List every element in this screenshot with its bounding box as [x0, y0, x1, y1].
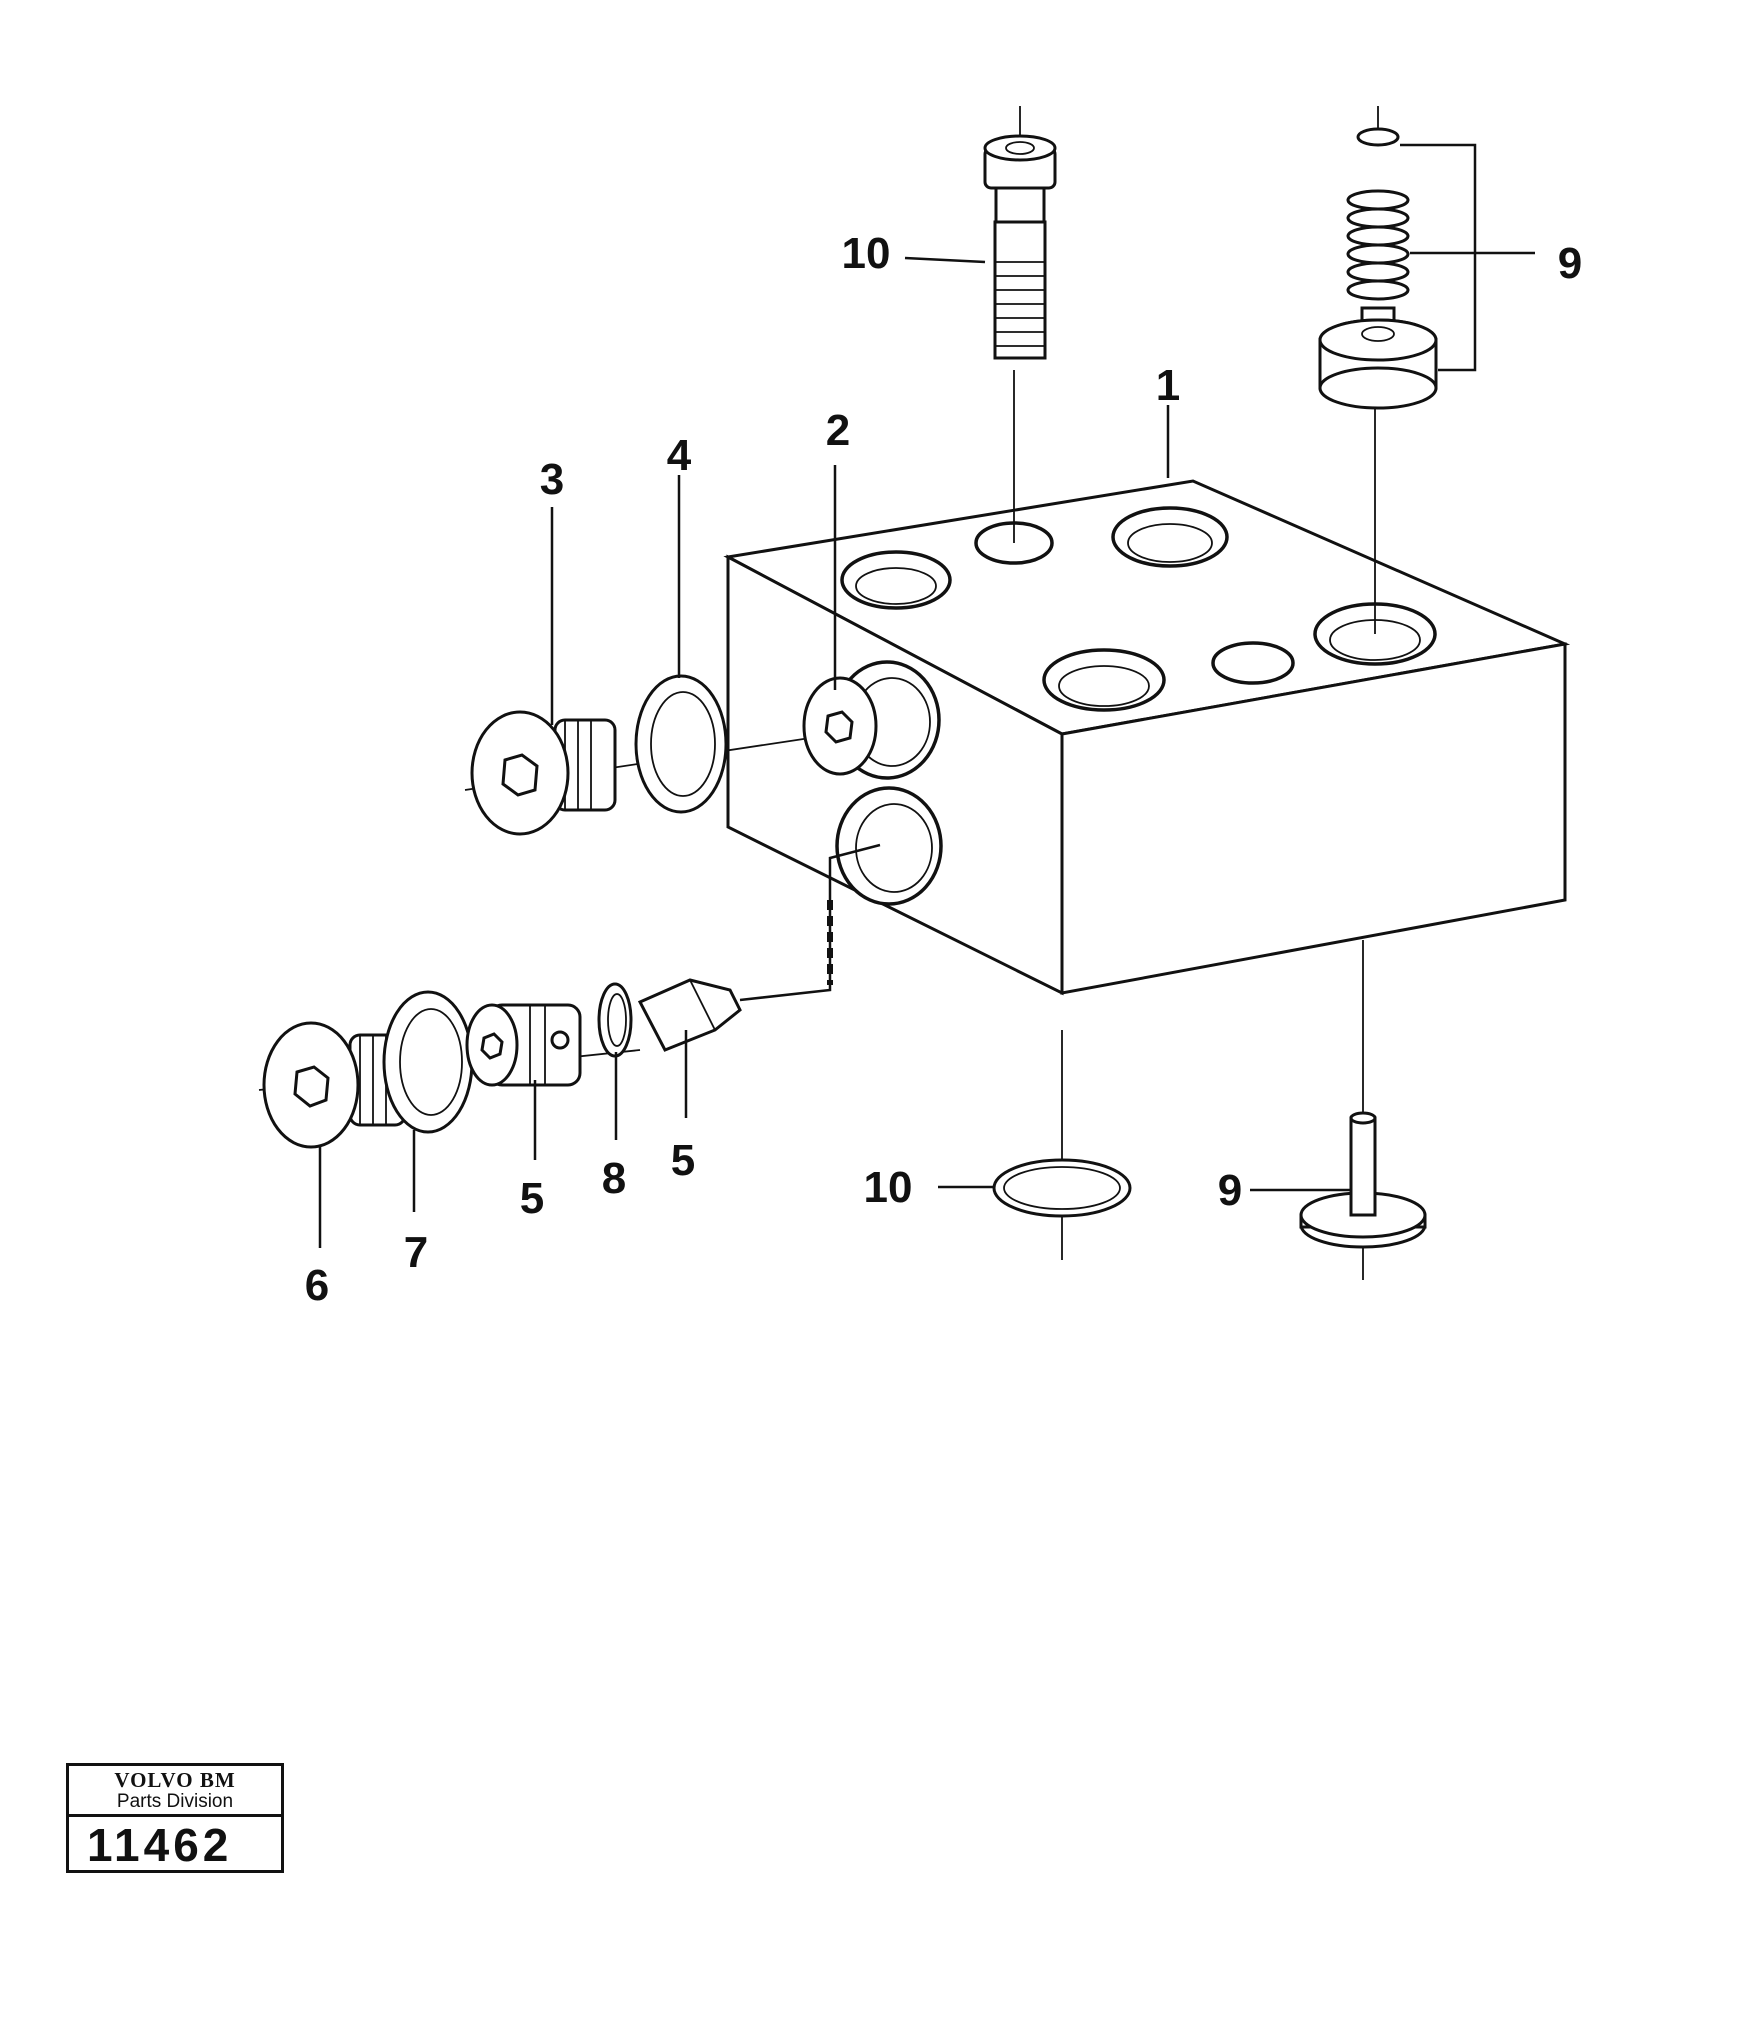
- callout-1: 1: [1156, 361, 1180, 410]
- callout-7: 7: [404, 1228, 428, 1277]
- callout-8: 8: [602, 1154, 626, 1203]
- title-block: VOLVO BM Parts Division 11462: [66, 1763, 284, 1873]
- callout-10-top: 10: [842, 229, 891, 278]
- valve-cone-part-5: [637, 978, 742, 1052]
- callout-labels: 10 9 1 2 4 3 5 8 5 7 6 10 9: [305, 229, 1582, 1310]
- callout-4: 4: [667, 431, 692, 480]
- o-ring-part-8: [597, 982, 633, 1058]
- socket-screw: [983, 134, 1057, 360]
- callout-5-right: 5: [671, 1136, 695, 1185]
- valve-insert-part-5: [465, 1003, 582, 1087]
- callout-6: 6: [305, 1261, 329, 1310]
- plug-part-6: [262, 1021, 407, 1149]
- washer-part-7: [382, 990, 474, 1134]
- callout-2: 2: [826, 406, 850, 455]
- title-divider: [69, 1814, 281, 1817]
- callout-9-bottom: 9: [1218, 1166, 1242, 1215]
- leader-lines: [318, 143, 1535, 1248]
- division-name: Parts Division: [116, 1791, 234, 1812]
- drawing-number: 11462: [87, 1819, 233, 1871]
- callout-10-bottom: 10: [864, 1163, 913, 1212]
- valve-block: [723, 479, 1571, 996]
- o-ring-bottom: [992, 1158, 1132, 1218]
- plug-part-3: [470, 710, 617, 836]
- brand-name: VOLVO BM: [114, 1768, 236, 1792]
- callout-5-left: 5: [520, 1174, 544, 1223]
- callout-3: 3: [540, 455, 564, 504]
- plug-part-2: [802, 676, 878, 776]
- spring-assembly: [1318, 127, 1438, 410]
- washer-part-4: [634, 674, 728, 814]
- valve-stem: [1299, 1111, 1427, 1249]
- callout-9-top: 9: [1558, 239, 1582, 288]
